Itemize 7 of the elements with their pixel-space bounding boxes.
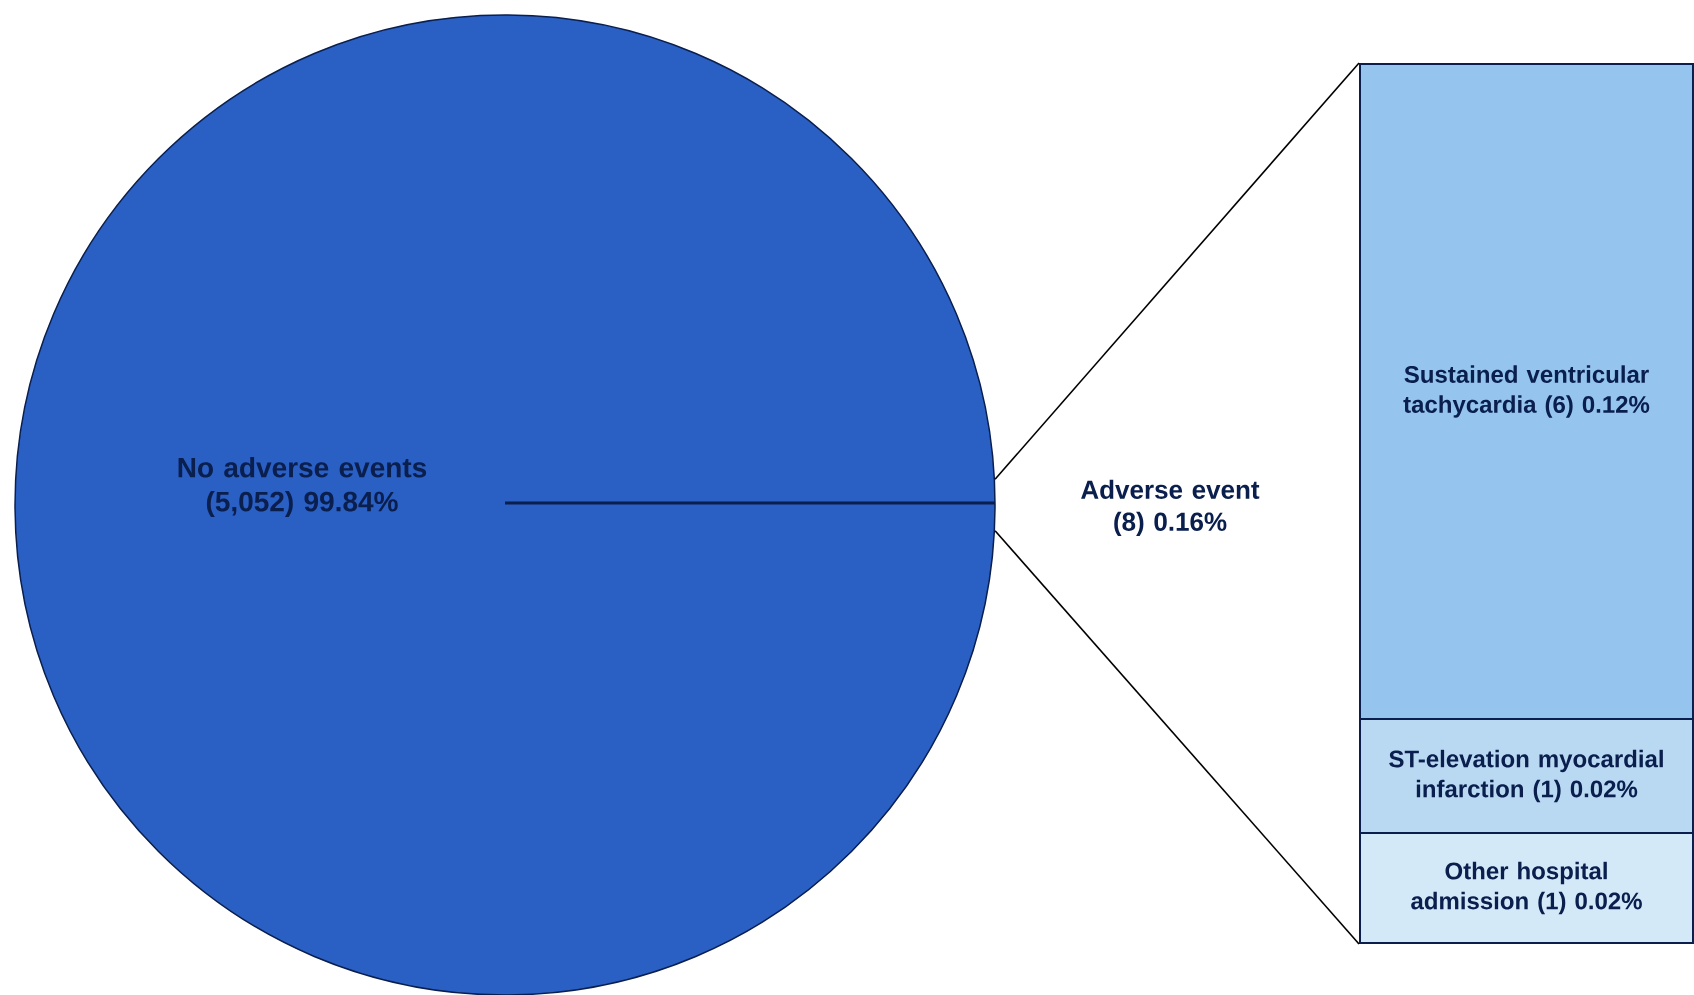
pie-slice: No adverse events (5,052) 99.84% [14, 14, 996, 995]
bar-segment: Sustained ventricular tachycardia (6) 0.12% [1359, 63, 1694, 720]
slice-label: Adverse event (8) 0.16% [1081, 479, 1260, 537]
connector-line [994, 529, 1360, 945]
bar-segment: ST-elevation myocardial infarction (1) 0.02% [1359, 718, 1694, 834]
connector-line [994, 62, 1360, 481]
bar-segment: Other hospital admission (1) 0.02% [1359, 832, 1694, 944]
